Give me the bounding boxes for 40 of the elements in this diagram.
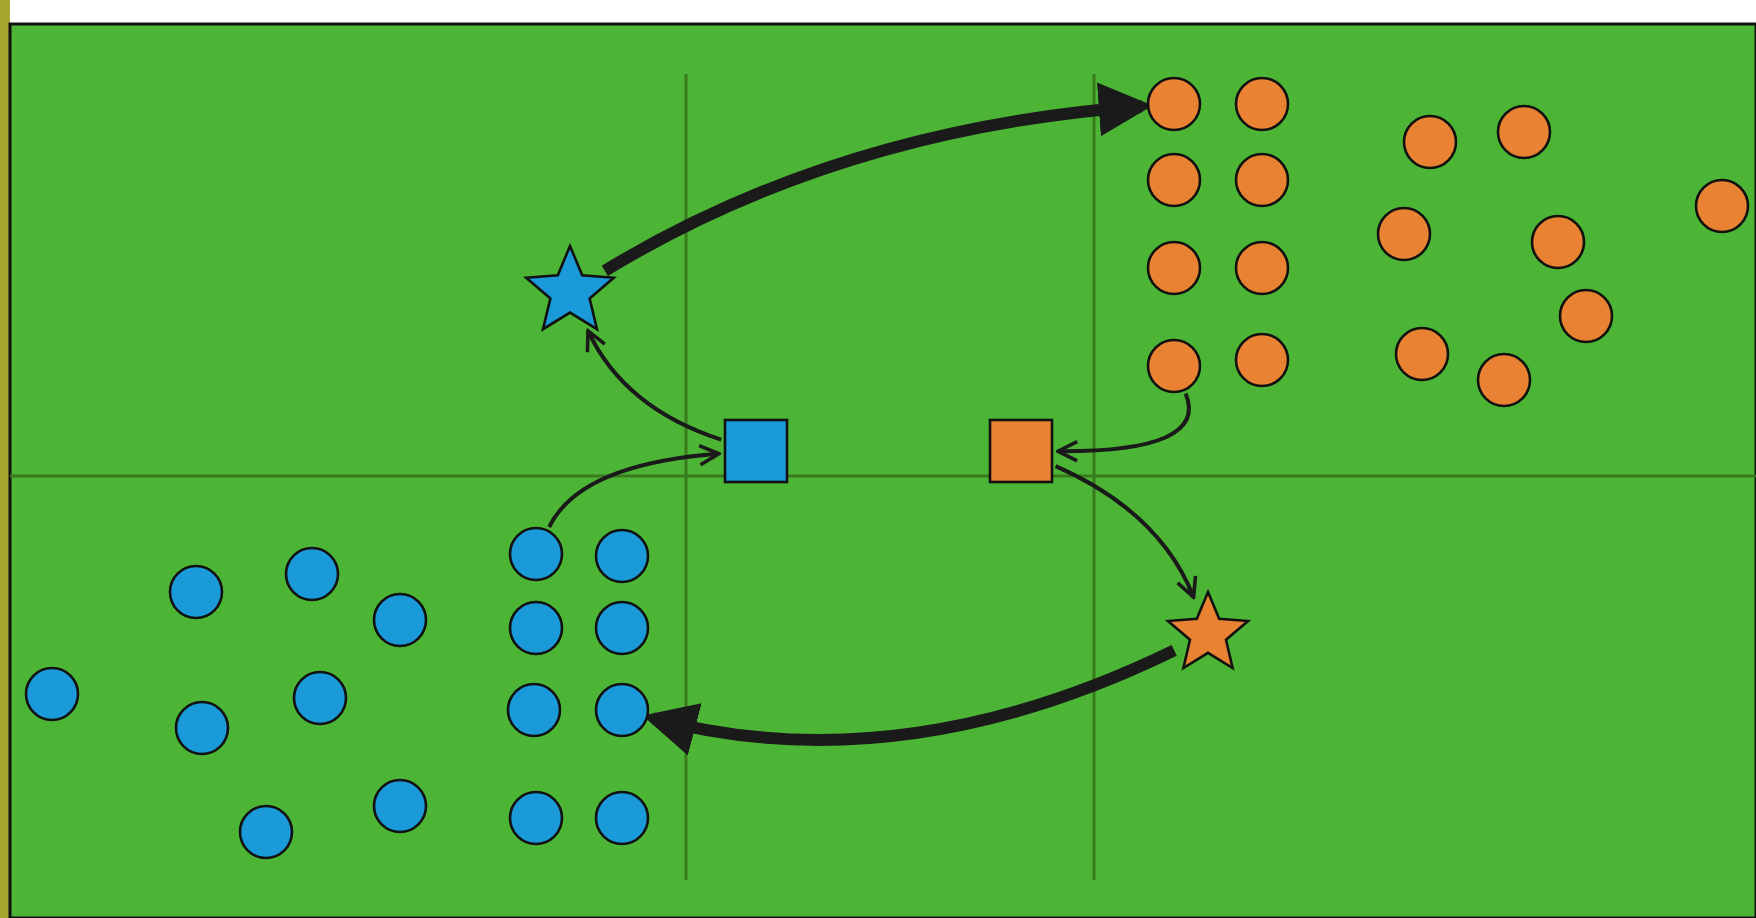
player-marker [292,670,348,726]
player-marker [594,600,650,656]
player-marker [372,778,428,834]
player-marker [1402,114,1458,170]
player-star [522,242,618,332]
arrow [1054,464,1197,599]
player-marker [1146,240,1202,296]
player-marker [238,804,294,860]
player-marker [1476,352,1532,408]
player-marker [174,700,230,756]
arrow [547,444,721,528]
player-marker [1146,76,1202,132]
player-marker [1234,152,1290,208]
player-marker [1234,332,1290,388]
player-marker [168,564,224,620]
player-marker [1394,326,1450,382]
player-marker [1376,206,1432,262]
player-marker [372,592,428,648]
player-square [723,418,789,484]
player-marker [284,546,340,602]
player-marker [1146,338,1202,394]
player-marker [508,790,564,846]
player-marker [508,526,564,582]
player-marker [1146,152,1202,208]
player-marker [1234,240,1290,296]
player-marker [24,666,80,722]
player-marker [594,682,650,738]
player-marker [506,682,562,738]
player-square [988,418,1054,484]
player-marker [594,790,650,846]
player-marker [508,600,564,656]
player-marker [1558,288,1614,344]
player-marker [1234,76,1290,132]
player-star [1164,588,1252,671]
arrow [586,329,722,442]
player-marker [1694,178,1750,234]
player-marker [1496,104,1552,160]
arrow [1056,393,1191,463]
player-marker [1530,214,1586,270]
player-marker [594,528,650,584]
